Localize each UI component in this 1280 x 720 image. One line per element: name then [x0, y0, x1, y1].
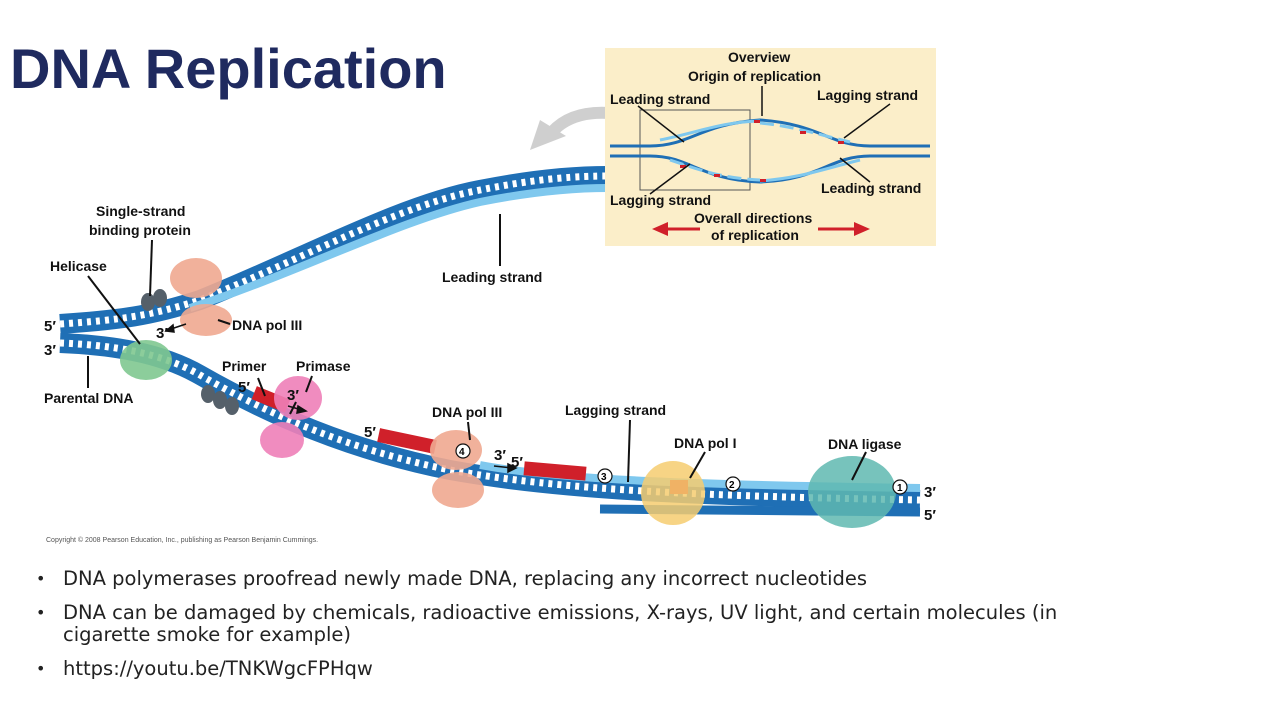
bullet-text: DNA can be damaged by chemicals, radioac…: [63, 601, 1058, 646]
three-prime-primer: 3′: [287, 387, 299, 404]
overview-callout-arrowhead: [530, 120, 566, 150]
overview-inset: Overview Origin of replication Leading s…: [605, 48, 936, 246]
overview-lagging-strand-bl: Lagging strand: [610, 192, 711, 208]
overview-directions-line1: Overall directions: [694, 210, 812, 226]
dna-replication-diagram: Single-strand binding protein Helicase L…: [44, 48, 936, 544]
dna-pol-iii-top-protein: [170, 258, 232, 336]
overview-directions-line2: of replication: [711, 227, 799, 243]
bullet-dot: •: [36, 659, 46, 678]
primase-protein: [260, 376, 322, 458]
leading-strand-label: Leading strand: [442, 269, 542, 285]
dna-ligase-protein: [808, 456, 896, 528]
youtube-link[interactable]: https://youtu.be/TNKWgcFPHqw: [63, 657, 373, 680]
bullet-item: • DNA polymerases proofread newly made DN…: [36, 568, 1136, 590]
label-pointer-lines: [87, 214, 867, 483]
bullet-dot: •: [36, 603, 46, 622]
dna-ligase-label: DNA ligase: [828, 436, 902, 452]
direction-arrows: [164, 323, 518, 474]
parental-dna-label: Parental DNA: [44, 390, 133, 406]
bullet-list: • DNA polymerases proofread newly made DN…: [36, 568, 1136, 692]
three-prime-left: 3′: [44, 342, 56, 359]
primase-label: Primase: [296, 358, 351, 374]
three-prime-top-fork: 3′: [156, 325, 168, 342]
five-prime-okazaki: 5′: [364, 424, 376, 441]
overview-title: Overview: [728, 49, 790, 65]
five-prime-left-top: 5′: [44, 318, 56, 335]
dna-pol-iii-top-label: DNA pol III: [232, 317, 302, 333]
dna-pol-i-protein: [641, 461, 705, 525]
ssbp-label-line2: binding protein: [89, 222, 191, 238]
bullet-item[interactable]: • https://youtu.be/TNKWgcFPHqw: [36, 658, 1136, 680]
dna-pol-iii-bottom-label: DNA pol III: [432, 404, 502, 420]
leading-template-strand: [59, 166, 609, 334]
helicase-protein: [120, 340, 172, 380]
copyright-text: Copyright © 2008 Pearson Education, Inc.…: [46, 536, 318, 544]
step-3: 3: [601, 472, 607, 483]
bullet-item: • DNA can be damaged by chemicals, radioa…: [36, 602, 1136, 646]
primer-label: Primer: [222, 358, 267, 374]
overview-lagging-strand-tr: Lagging strand: [817, 87, 918, 103]
overview-origin-label: Origin of replication: [688, 68, 821, 84]
overview-leading-strand-tl: Leading strand: [610, 91, 710, 107]
ssbp-label-line1: Single-strand: [96, 203, 185, 219]
dna-pol-i-label: DNA pol I: [674, 435, 736, 451]
three-prime-pol: 3′: [494, 447, 506, 464]
bullet-dot: •: [36, 569, 46, 588]
lagging-template-strand: [59, 333, 921, 517]
five-prime-primer: 5′: [238, 379, 250, 396]
overview-leading-strand-br: Leading strand: [821, 180, 921, 196]
step-1: 1: [897, 483, 903, 494]
helicase-label: Helicase: [50, 258, 107, 274]
step-2: 2: [729, 480, 735, 491]
single-strand-binding-proteins: [141, 289, 239, 415]
five-prime-right: 5′: [924, 507, 936, 524]
three-prime-right: 3′: [924, 484, 936, 501]
lagging-strand-label: Lagging strand: [565, 402, 666, 418]
bullet-text: DNA polymerases proofread newly made DNA…: [63, 567, 868, 590]
slide-title: DNA Replication: [10, 37, 447, 100]
overview-direction-arrows: [652, 222, 870, 236]
step-markers: 4 3 2 1: [455, 443, 908, 495]
step-4: 4: [459, 447, 465, 458]
